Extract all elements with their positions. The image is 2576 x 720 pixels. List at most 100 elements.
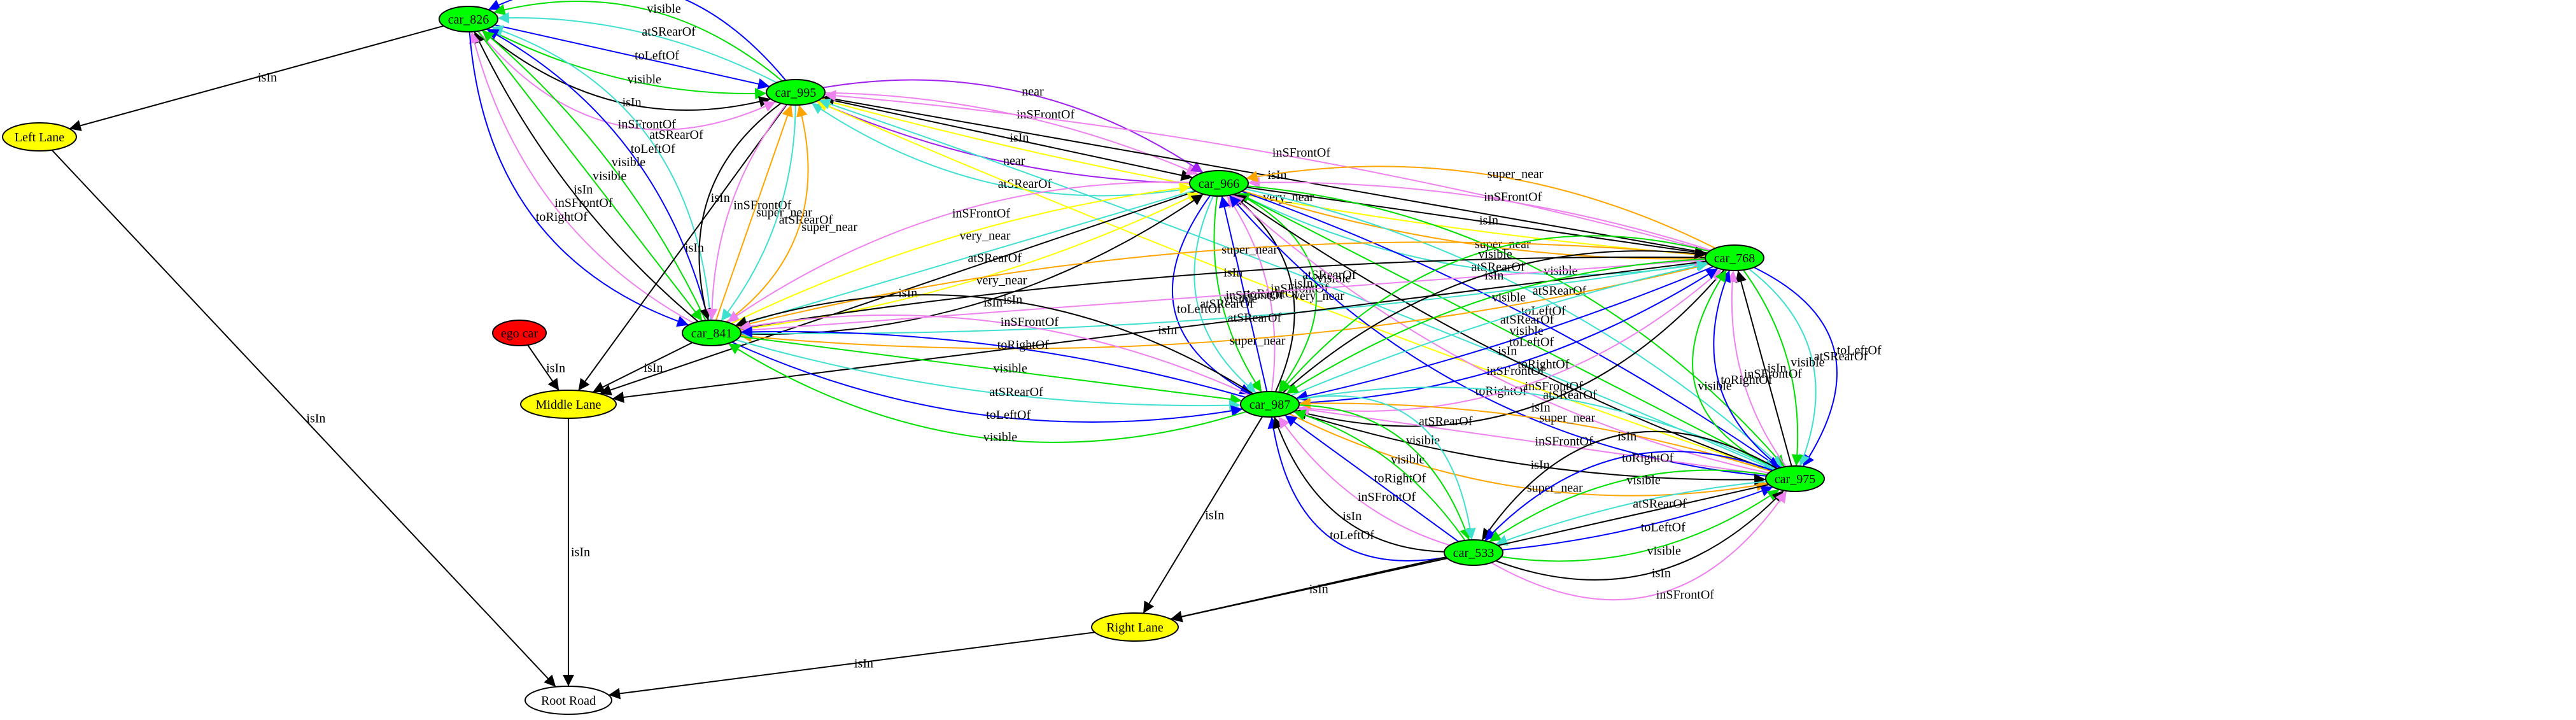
edge-label: isIn (1158, 323, 1177, 337)
edge-atSRearOf-car_987-to-car_768 (1290, 260, 1709, 397)
node-label: Middle Lane (536, 398, 602, 412)
node-car-533[interactable]: car_533 (1444, 539, 1503, 566)
edge-label: inSFrontOf (1484, 190, 1542, 204)
edge-label: visible (1510, 324, 1544, 338)
edge-inSFrontOf-car_768-to-car_995 (824, 90, 1710, 252)
edge-label: super_near (801, 220, 857, 234)
edge-label: toLeftOf (986, 408, 1031, 422)
node-car-966[interactable]: car_966 (1189, 170, 1249, 197)
node-ego-car[interactable]: ego car (492, 320, 547, 346)
edge-toRightOf-car_826-to-car_841 (468, 31, 689, 327)
edge-label: super_near (1221, 243, 1277, 257)
edge-toLeftOf-car_768-to-car_987 (1295, 265, 1714, 402)
edge-toRightOf-car_995-to-car_826 (488, 0, 787, 81)
edge-visible-car_987-to-car_533 (1299, 404, 1471, 540)
edge-visible-car_768-to-car_975 (1743, 269, 1803, 467)
edge-toLeftOf-car_533-to-car_975 (1502, 485, 1773, 551)
edge-label: isIn (1268, 168, 1287, 182)
edge-visible-car_966-to-car_987 (1213, 195, 1262, 393)
edge-super_near-car_841-to-car_768 (736, 241, 1707, 328)
edge-isIn-car_966-to-car_768 (1246, 187, 1707, 258)
node-root-road[interactable]: Root Road (524, 686, 612, 715)
edge-label: isIn (258, 71, 277, 85)
edge-label: toLeftOf (631, 142, 675, 156)
node-label: car_987 (1249, 398, 1290, 412)
edge-label: very_near (976, 273, 1027, 287)
edge-label: isIn (1309, 582, 1328, 596)
edge-toRightOf-car_533-to-car_987 (1284, 414, 1459, 542)
edge-label: isIn (571, 546, 590, 560)
node-car-975[interactable]: car_975 (1765, 465, 1825, 492)
node-shape (1189, 170, 1249, 197)
edge-label: inSFrontOf (1656, 588, 1714, 602)
edge-isIn-car_995-to-middle_lane (577, 104, 787, 392)
node-car-826[interactable]: car_826 (439, 6, 498, 32)
edge-label: isIn (1531, 401, 1551, 415)
edge-atSRearOf-car_966-to-car_975 (1244, 188, 1783, 468)
edge-label: isIn (1484, 269, 1503, 283)
edge-label: visible (628, 73, 661, 87)
edge-toLeftOf-car_841-to-car_826 (486, 28, 709, 321)
edge-label: inSFrontOf (1272, 146, 1330, 160)
edge-atSRearOf-car_768-to-car_841 (740, 261, 1707, 339)
edge-near-car_966-to-car_995 (816, 101, 1190, 184)
edge-label: isIn (854, 657, 873, 671)
node-label: ego car (501, 327, 538, 341)
edge-atSRearOf-car_975-to-car_995 (818, 98, 1775, 470)
node-shape (492, 320, 547, 346)
node-car-841[interactable]: car_841 (682, 320, 742, 346)
edge-isIn-car_768-to-car_987 (1295, 269, 1725, 427)
node-right-lane[interactable]: Right Lane (1091, 612, 1179, 642)
node-label: car_966 (1199, 177, 1239, 191)
edge-toLeftOf-car_826-to-car_995 (494, 24, 770, 90)
edge-label: atSRearOf (1200, 297, 1254, 311)
node-car-995[interactable]: car_995 (766, 79, 826, 106)
edge-inSFrontOf-car_987-to-car_841 (738, 314, 1250, 396)
edge-label: toRightOf (1517, 357, 1569, 371)
edge-super_near-car_768-to-car_966 (1246, 166, 1716, 249)
edge-label: atSRearOf (1471, 260, 1525, 274)
edge-visible-car_826-to-car_841 (477, 31, 703, 321)
edge-label: super_near (756, 206, 812, 220)
node-car-768[interactable]: car_768 (1705, 244, 1764, 271)
edge-visible-car_975-to-car_533 (1489, 469, 1768, 542)
edge-toLeftOf-car_966-to-car_975 (1241, 190, 1780, 469)
edge-atSRearOf-car_975-to-car_533 (1495, 481, 1767, 546)
edge-atSRearOf-car_966-to-car_768 (1237, 192, 1708, 276)
edge-atSRearOf-car_841-to-car_987 (736, 339, 1241, 411)
edge-visible-car_987-to-car_841 (728, 342, 1247, 443)
node-car-987[interactable]: car_987 (1240, 391, 1300, 418)
edge-isIn-car_841-to-middle_lane (592, 342, 693, 393)
node-middle-lane[interactable]: Middle Lane (520, 390, 617, 419)
edge-visible-car_841-to-car_987 (739, 335, 1242, 406)
edge-atSRearOf-car_987-to-car_533 (1297, 395, 1476, 540)
edge-label: atSRearOf (1543, 388, 1597, 402)
edge-label: near (1003, 154, 1025, 168)
edge-label: toLeftOf (1521, 304, 1566, 318)
edge-label: isIn (574, 183, 593, 197)
edge-atSRearOf-car_768-to-car_975 (1748, 268, 1817, 467)
edge-label: toRightOf (997, 338, 1049, 352)
edge-visible-car_768-to-car_987 (1279, 235, 1710, 393)
edge-inSFrontOf-car_768-to-car_966 (1248, 176, 1712, 251)
edge-label: inSFrontOf (1017, 108, 1074, 122)
edge-isIn-car_987-to-car_768 (1282, 248, 1707, 393)
edge-isIn-right_lane-to-root_road (608, 632, 1095, 700)
edge-visible-car_975-to-car_966 (1237, 192, 1777, 470)
edge-label: atSRearOf (1500, 313, 1554, 327)
edge-label: isIn (644, 361, 663, 375)
node-left-lane[interactable]: Left Lane (2, 122, 77, 152)
node-shape (682, 320, 742, 346)
edge-visible-car_533-to-car_975 (1501, 489, 1780, 562)
edge-label: atSRearOf (642, 25, 696, 39)
edge-label: visible (994, 362, 1027, 376)
edge-label: toLeftOf (1641, 521, 1686, 535)
edge-label: visible (593, 169, 626, 183)
edge-atSRearOf-car_995-to-car_826 (497, 11, 777, 83)
edge-label: inSFrontOf (1270, 282, 1328, 296)
edge-inSFrontOf-car_975-to-car_966 (1231, 194, 1770, 474)
edge-isIn-left_lane-to-root_road (51, 150, 556, 688)
edge-label: near (1022, 85, 1044, 99)
edge-label: isIn (1223, 265, 1242, 279)
node-label: car_975 (1775, 472, 1815, 486)
